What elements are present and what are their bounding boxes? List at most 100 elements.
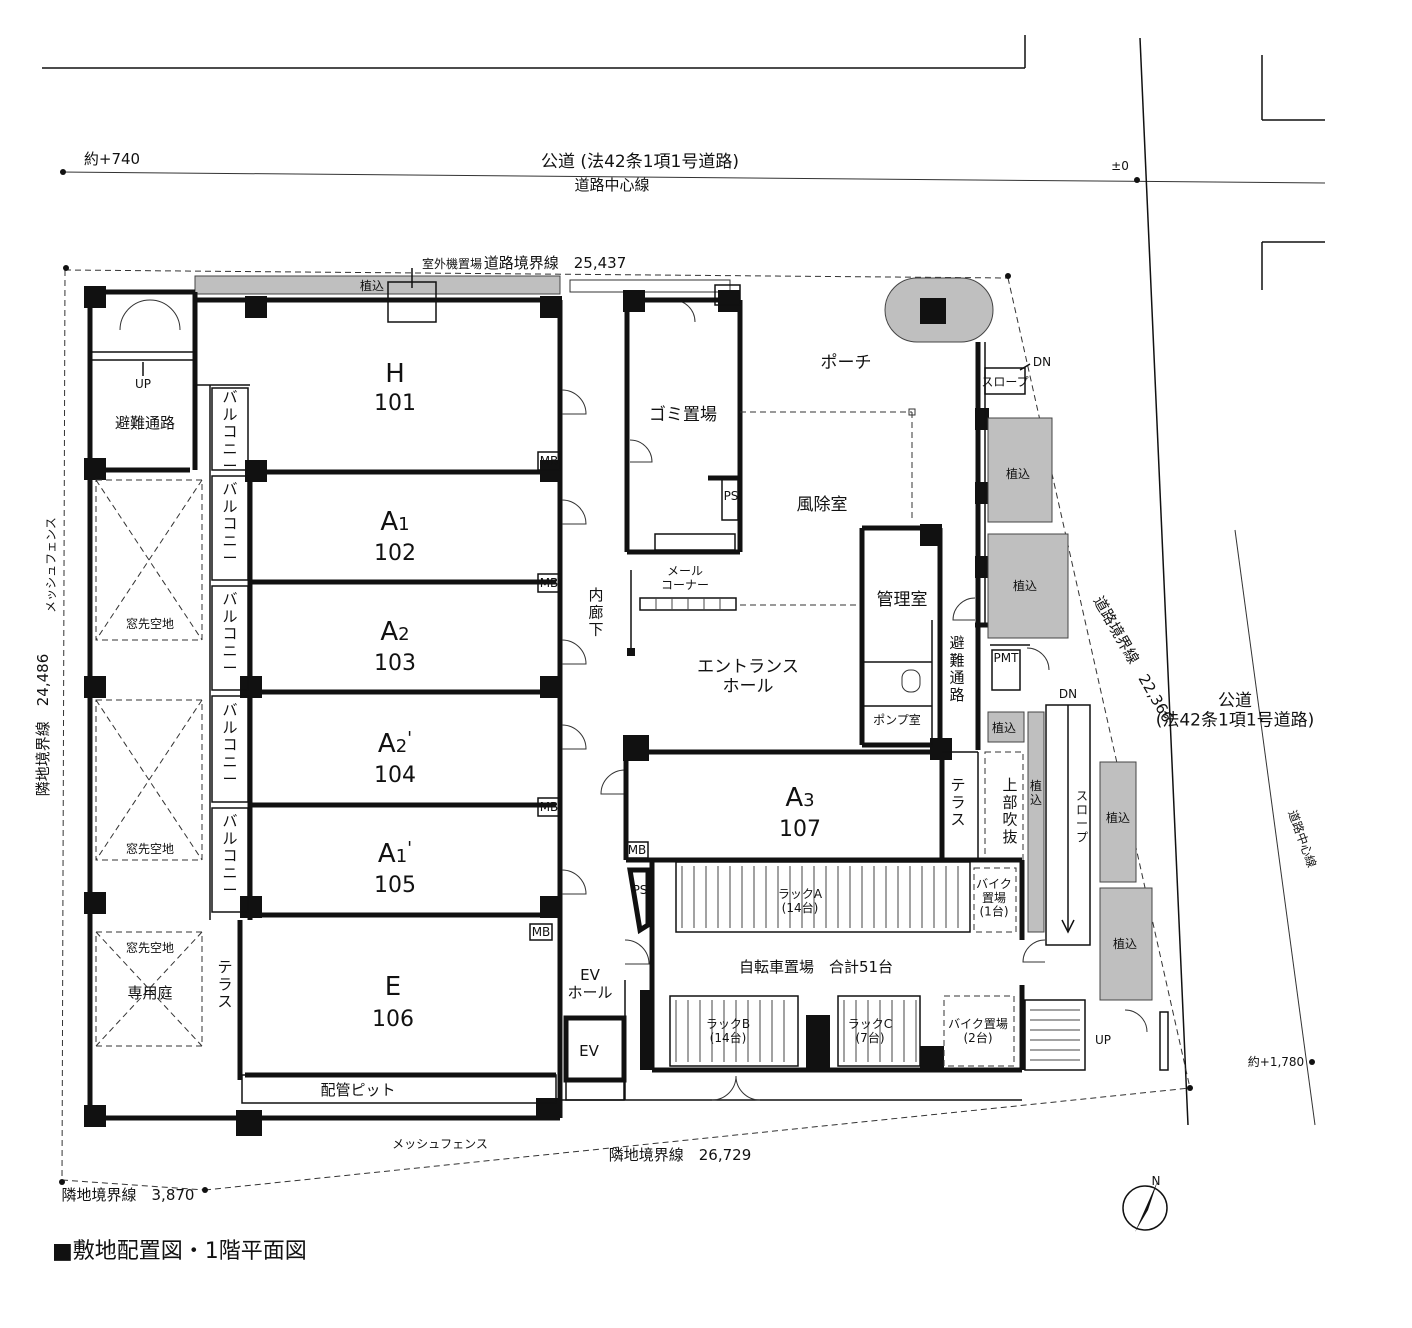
- evac-right: 避難通路: [949, 634, 964, 704]
- terrace-left: テラス: [217, 958, 232, 1011]
- rack-2: ラックB(14台): [706, 1017, 750, 1045]
- pipe-pit: 配管ピット: [320, 1081, 395, 1099]
- dn-top: DN: [1033, 355, 1051, 369]
- mesh-fence-bottom: メッシュフェンス: [392, 1137, 488, 1151]
- north-arrow-icon: [1122, 1180, 1168, 1232]
- stairs-bottom: [1024, 999, 1169, 1071]
- mb-2: MB: [540, 576, 559, 590]
- manager-label: 管理室: [877, 590, 928, 610]
- unit-type-105: A1': [378, 838, 412, 869]
- road-right-label: 公道(法42条1項1号道路): [1156, 691, 1315, 731]
- boundary-road-top: 道路境界線 25,437: [484, 254, 627, 272]
- boundary-corner: 隣地境界線 3,870: [62, 1186, 195, 1204]
- window-space-3: 窓先空地: [126, 940, 174, 955]
- planting-3: 植込: [992, 720, 1016, 735]
- terrace-right: テラス: [950, 776, 965, 829]
- east-plantings: [987, 417, 1153, 1001]
- outdoor-unit-label: 室外機置場: [422, 256, 482, 271]
- unit-number-101: 101: [374, 391, 416, 416]
- bike-1: バイク置場(1台): [976, 877, 1012, 919]
- road-center-top: 道路中心線: [574, 176, 649, 194]
- private-garden: 専用庭: [127, 984, 172, 1002]
- mesh-fence-left: メッシュフェンス: [44, 517, 58, 613]
- site-boundary: [59, 265, 1315, 1193]
- caption: ■敷地配置図・1階平面図: [52, 1239, 307, 1264]
- road-top: [42, 35, 1326, 1126]
- unit-type-104: A2': [378, 728, 412, 759]
- road-center-right: 道路中心線: [1285, 808, 1320, 870]
- elev-zero: ±0: [1111, 159, 1129, 173]
- bicycle-label: 自転車置場 合計51台: [739, 958, 893, 976]
- planting-v: 植込: [1030, 778, 1042, 807]
- elev-left-top: 約+740: [84, 150, 140, 168]
- windbreak-label: 風除室: [797, 495, 848, 515]
- planting-5: 植込: [1113, 936, 1137, 951]
- boundary-left: 隣地境界線 24,486: [34, 654, 52, 797]
- bike-2: バイク置場(2台): [948, 1017, 1008, 1045]
- rack-3: ラックC(7台): [848, 1017, 892, 1045]
- window-space-1: 窓先空地: [126, 616, 174, 631]
- balconies: [211, 387, 249, 913]
- pmt-label: PMT: [994, 651, 1020, 665]
- window-spaces: [95, 479, 203, 1047]
- planting-1: 植込: [1006, 466, 1030, 481]
- unit-type-102: A1: [380, 507, 409, 537]
- slope-small: スロープ: [981, 375, 1028, 389]
- balcony-105: バルコニー: [222, 812, 237, 899]
- garbage-room: [624, 284, 743, 555]
- mb-4: MB: [532, 925, 551, 939]
- manager-room: [859, 525, 943, 748]
- mail-corner: [627, 533, 737, 656]
- inner-corridor: 内廊下: [588, 586, 603, 639]
- slope-v: スロープ: [1076, 789, 1088, 844]
- balcony-102: バルコニー: [222, 480, 237, 567]
- planting-4: 植込: [1106, 810, 1130, 825]
- planting-strip: [194, 275, 561, 295]
- unit-type-103: A2: [380, 617, 409, 647]
- balcony-103: バルコニー: [222, 590, 237, 677]
- void-label: 上部吹抜: [1002, 776, 1017, 846]
- north-label: N: [1152, 1174, 1161, 1188]
- entrance-hall: エントランスホール: [697, 657, 799, 697]
- mb-boxes: [529, 451, 649, 941]
- boundary-bottom: 隣地境界線 26,729: [609, 1146, 752, 1164]
- unit-number-107: 107: [779, 817, 821, 842]
- unit-type-101: H: [385, 359, 405, 389]
- unit-number-106: 106: [372, 1007, 414, 1032]
- unit-type-107: A3: [785, 783, 814, 813]
- rack-1: ラックA(14台): [778, 887, 823, 915]
- unit-number-103: 103: [374, 651, 416, 676]
- unit-rows: [195, 384, 556, 1080]
- boundary-road-right: 道路境界線 22,366: [1090, 593, 1177, 725]
- windbreak-lines: [740, 408, 916, 606]
- door-arcs: [119, 299, 1148, 1033]
- garbage-label: ゴミ置場: [649, 404, 717, 425]
- planting-strip-label: 植込: [360, 278, 384, 293]
- mb-5: MB: [628, 843, 647, 857]
- ev-label: EV: [579, 1042, 599, 1060]
- mail-corner-label: メールコーナー: [661, 564, 709, 592]
- unit-number-102: 102: [374, 541, 416, 566]
- porch-label: ポーチ: [821, 353, 872, 373]
- window-space-2: 窓先空地: [126, 841, 174, 856]
- ps-2: PS: [633, 883, 648, 897]
- up-arrow-left: UP: [135, 377, 151, 391]
- road-top-label: 公道 (法42条1項1号道路): [541, 152, 739, 172]
- pump-label: ポンプ室: [873, 712, 921, 727]
- up-bottom: UP: [1095, 1033, 1111, 1047]
- west-block-walls: [87, 289, 563, 1121]
- balcony-104: バルコニー: [222, 701, 237, 788]
- ev-area: [560, 980, 1022, 1101]
- mb-1: MB: [540, 454, 559, 468]
- balcony-101: バルコニー: [222, 388, 237, 475]
- mb-3: MB: [540, 800, 559, 814]
- unit-type-106: E: [385, 972, 401, 1002]
- unit-number-105: 105: [374, 873, 416, 898]
- ramp: [1045, 704, 1091, 946]
- elev-right: 約+1,780: [1248, 1054, 1304, 1069]
- evac-left: 避難通路: [115, 414, 175, 432]
- rack-lines: [675, 866, 959, 1062]
